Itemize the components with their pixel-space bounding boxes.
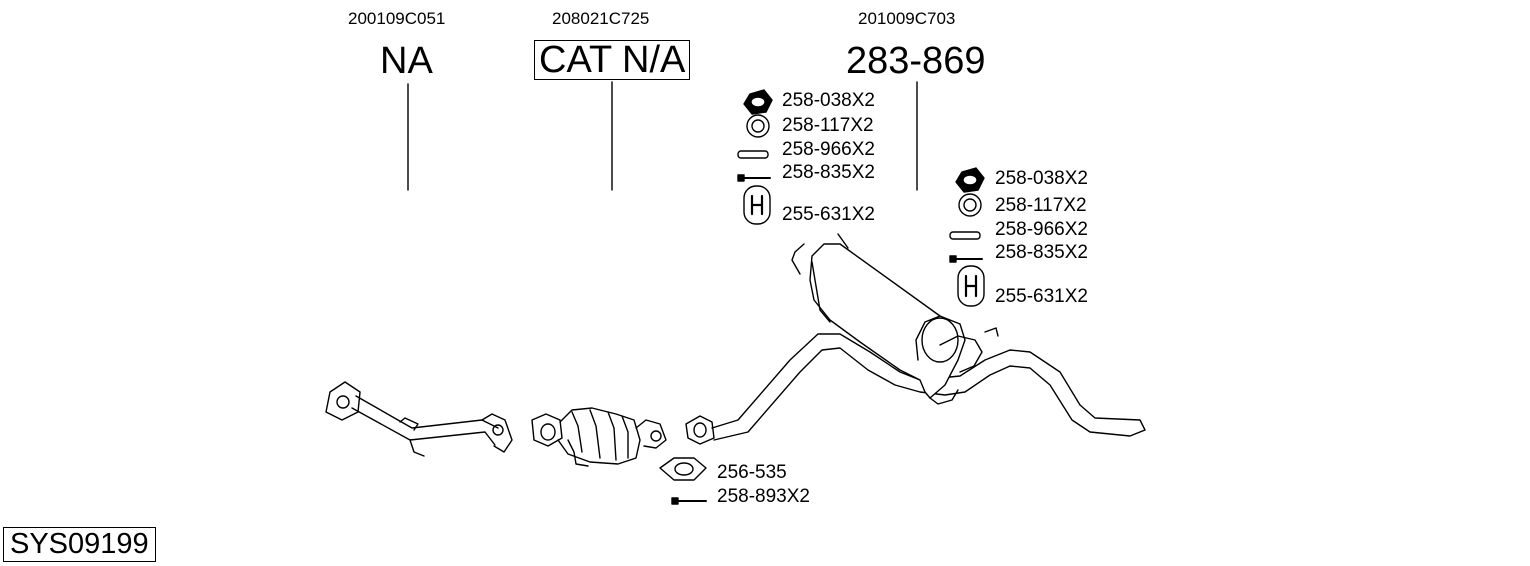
rear-silencer-drawing xyxy=(685,233,1146,445)
rubber-hanger-icon xyxy=(743,185,771,225)
oem-number-catalyst: 208021C725 xyxy=(552,9,650,28)
kit-b-label-ring: 258-117X2 xyxy=(995,195,1087,216)
sleeve-icon xyxy=(737,150,769,159)
nut-icon xyxy=(955,167,985,193)
part-number-front-pipe: NA xyxy=(380,40,433,82)
part-number-rear-silencer: 283-869 xyxy=(846,40,986,82)
gasket-icon xyxy=(659,457,707,481)
kit-b-label-sleeve: 258-966X2 xyxy=(995,219,1088,240)
kit-a-label-nut: 258-038X2 xyxy=(782,90,875,111)
oem-number-rear-silencer: 201009C703 xyxy=(858,9,956,28)
kit-a-label-hanger: 255-631X2 xyxy=(782,204,875,225)
ring-icon xyxy=(746,114,770,138)
gasket-kit-label-gasket: 256-535 xyxy=(717,462,787,483)
kit-a-label-sleeve: 258-966X2 xyxy=(782,139,875,160)
bolt-icon xyxy=(949,255,983,263)
kit-a-label-bolt: 258-835X2 xyxy=(782,162,875,183)
kit-b-label-nut: 258-038X2 xyxy=(995,168,1088,189)
kit-a-label-ring: 258-117X2 xyxy=(782,115,874,136)
gasket-kit-label-bolt: 258-893X2 xyxy=(717,486,810,507)
part-number-catalyst: CAT N/A xyxy=(534,40,691,80)
sleeve-icon xyxy=(949,231,981,240)
rubber-hanger-icon xyxy=(957,265,985,307)
ring-icon xyxy=(958,193,982,217)
nut-icon xyxy=(743,89,773,115)
front-pipe-drawing xyxy=(325,381,513,457)
kit-b-label-hanger: 255-631X2 xyxy=(995,286,1088,307)
kit-b-label-bolt: 258-835X2 xyxy=(995,242,1088,263)
system-code: SYS09199 xyxy=(3,527,156,563)
bolt-icon xyxy=(671,497,707,505)
catalytic-converter-drawing xyxy=(531,407,667,467)
bolt-icon xyxy=(737,174,771,182)
oem-number-front-pipe: 200109C051 xyxy=(348,9,446,28)
